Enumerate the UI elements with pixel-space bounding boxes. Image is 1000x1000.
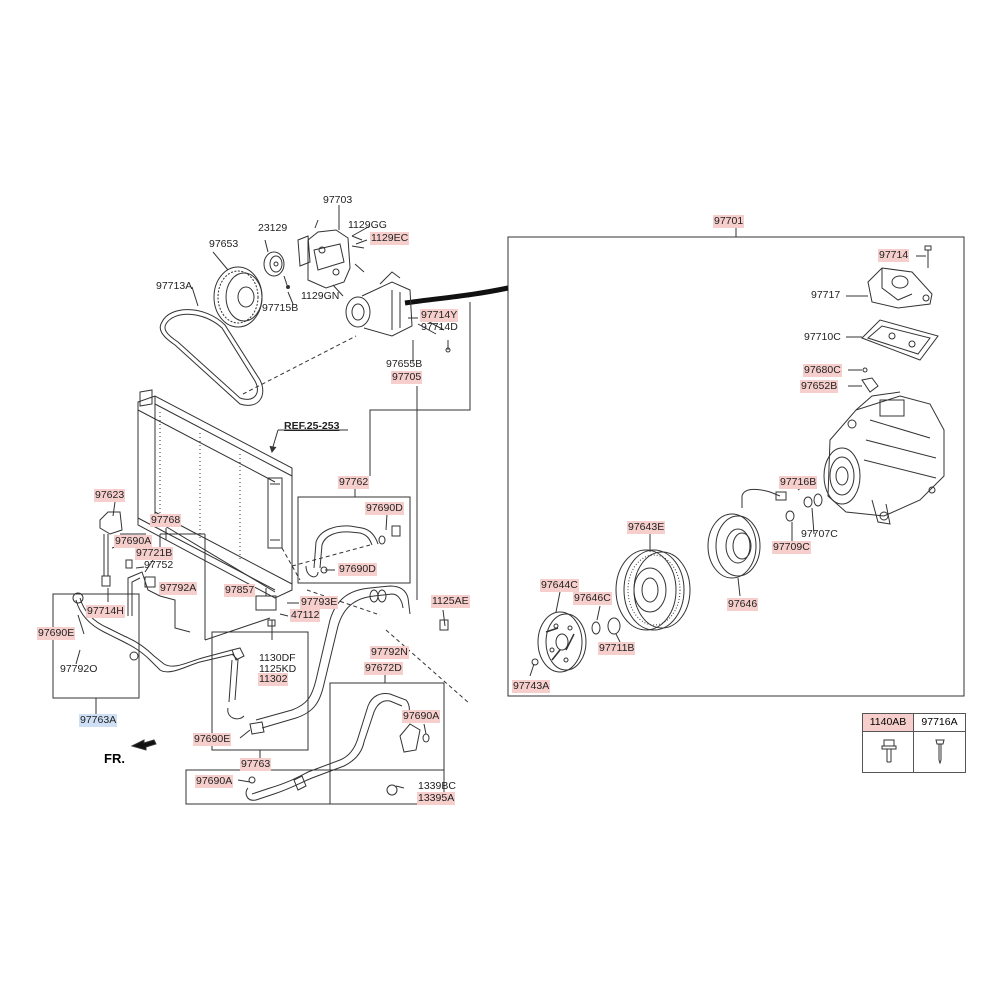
part-label-97703: 97703 <box>323 194 353 206</box>
idler-pulley-icon <box>263 251 285 277</box>
part-label-97716B: 97716B <box>779 476 818 489</box>
compressor-breakdown-frame <box>507 236 965 697</box>
pressure-plate-icon <box>537 611 587 673</box>
part-label-97646C: 97646C <box>573 592 612 605</box>
gasket-icon <box>861 319 939 361</box>
part-label-97752: 97752 <box>144 559 174 571</box>
part-label-97792A: 97792A <box>159 582 198 595</box>
part-label-1130DF: 1130DF <box>259 652 296 664</box>
part-label-97713A: 97713A <box>156 280 193 292</box>
part-label-97643E: 97643E <box>627 521 666 534</box>
rear-head-cover-icon <box>867 267 933 309</box>
part-label-97680C: 97680C <box>803 364 842 377</box>
part-label-1125KD: 1125KD <box>259 663 297 675</box>
part-label-97690A-b: 97690A <box>402 710 441 723</box>
part-label-97652B: 97652B <box>800 380 839 393</box>
legend-code: 1140AB <box>863 714 913 732</box>
part-label-97690E-b: 97690E <box>193 733 232 746</box>
part-label-97653: 97653 <box>209 238 239 250</box>
part-label-97690D-b: 97690D <box>338 563 377 576</box>
part-label-1129EC: 1129EC <box>370 232 410 245</box>
part-label-97646: 97646 <box>727 598 759 611</box>
part-label-97644C: 97644C <box>540 579 579 592</box>
part-label-97705: 97705 <box>391 371 423 384</box>
compressor-icon <box>345 271 413 337</box>
part-label-97762: 97762 <box>338 476 370 489</box>
part-label-97714: 97714 <box>878 249 910 262</box>
screw-icon <box>935 739 945 764</box>
part-label-97711B: 97711B <box>598 642 636 655</box>
part-label-1129GN: 1129GN <box>301 290 340 302</box>
fastener-legend: 1140AB 97716A <box>862 713 966 773</box>
part-label-97857: 97857 <box>224 584 256 597</box>
legend-code: 97716A <box>914 714 965 732</box>
part-label-97690A-c: 97690A <box>195 775 234 788</box>
discharge-hose-icon <box>305 525 401 578</box>
part-label-97714H: 97714H <box>86 605 125 618</box>
part-label-97623: 97623 <box>94 489 126 502</box>
part-label-97709C: 97709C <box>772 541 811 554</box>
part-label-97763A: 97763A <box>79 714 118 727</box>
part-label-97792O: 97792O <box>60 663 98 675</box>
compressor-hose <box>404 285 509 306</box>
front-direction-arrow-icon <box>130 739 157 751</box>
part-label-97701: 97701 <box>713 215 745 228</box>
part-label-97672D: 97672D <box>364 662 403 675</box>
part-label-97690D-a: 97690D <box>365 502 404 515</box>
front-direction-label: FR. <box>104 751 125 766</box>
part-label-97793E: 97793E <box>300 596 339 609</box>
part-label-97710C: 97710C <box>804 331 841 343</box>
part-label-1339BC: 1339BC <box>418 780 456 792</box>
part-label-11302: 11302 <box>258 673 289 686</box>
part-label-1129GG: 1129GG <box>348 219 387 231</box>
part-label-97768: 97768 <box>150 514 182 527</box>
part-label-97715B: 97715B <box>262 302 299 314</box>
part-label-97763: 97763 <box>240 758 272 771</box>
part-label-97717: 97717 <box>811 289 841 301</box>
legend-cell-1140AB: 1140AB <box>863 714 914 772</box>
part-label-97655B: 97655B <box>386 358 423 370</box>
part-label-97714D: 97714D <box>421 321 458 333</box>
part-label-97792N: 97792N <box>370 646 409 659</box>
ac-compressor-icon <box>823 391 945 525</box>
part-label-1125AE: 1125AE <box>431 595 470 608</box>
pulley-icon <box>213 266 263 328</box>
part-label-13395A: 13395A <box>417 792 456 805</box>
part-label-97690E-a: 97690E <box>37 627 76 640</box>
part-label-97714Y: 97714Y <box>420 309 459 322</box>
field-coil-icon <box>707 513 761 579</box>
part-label-97690A-a: 97690A <box>114 535 153 548</box>
legend-cell-97716A: 97716A <box>914 714 965 772</box>
reference-label: REF.25-253 <box>284 420 340 432</box>
part-label-47112: 47112 <box>290 609 321 622</box>
part-label-23129: 23129 <box>258 222 288 234</box>
compressor-bracket-icon <box>297 229 351 289</box>
part-label-97707C: 97707C <box>801 528 838 540</box>
flange-bolt-icon <box>881 739 897 763</box>
clutch-pulley-icon <box>615 549 691 631</box>
part-label-97721B: 97721B <box>135 547 174 560</box>
part-label-97743A: 97743A <box>512 680 551 693</box>
drive-belt-icon <box>159 309 264 406</box>
